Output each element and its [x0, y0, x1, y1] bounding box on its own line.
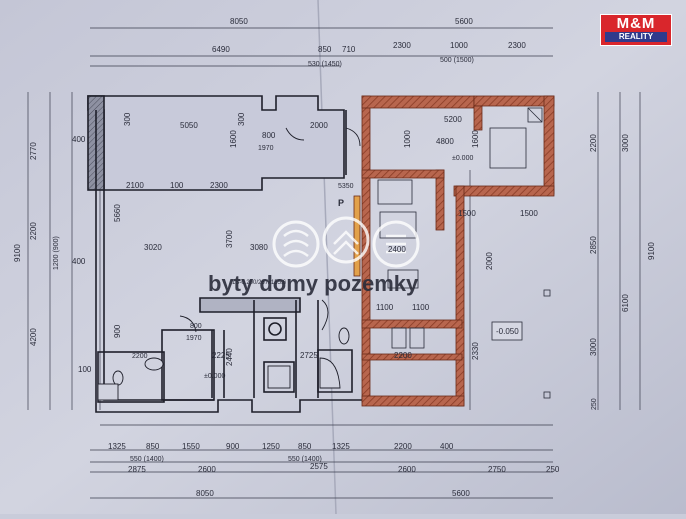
dim-left-9100: 9100	[13, 244, 22, 262]
dimension-labels: 8050 5600 6490 850 710 530 (1450) 2300 1…	[13, 17, 656, 498]
dim-bot-right: 5600	[452, 489, 470, 498]
dim-bot-1325a: 1325	[108, 442, 126, 451]
room-1600: 1600	[229, 130, 238, 148]
room-5660: 5660	[113, 204, 122, 222]
room-1500a: 1500	[458, 209, 476, 218]
dim-bot-400: 400	[440, 442, 454, 451]
dim-left-100: 100	[78, 365, 92, 374]
brand-logo-sub: REALITY	[605, 32, 667, 42]
dim-top-710: 710	[342, 45, 356, 54]
dim-bot-250: 250	[546, 465, 560, 474]
dim-left-1200: 1200 (900)	[53, 236, 60, 270]
dim-bot-2575: 2575	[310, 462, 328, 471]
watermark	[272, 216, 420, 268]
room-800: 800	[262, 131, 276, 140]
room-1100b: 1100	[412, 303, 430, 312]
room-4800: 4800	[436, 137, 454, 146]
room-2000b: 2000	[485, 252, 494, 270]
dim-bot-550b: 550 (1400)	[288, 456, 322, 463]
room-2400: 2400	[388, 245, 406, 254]
room-1100a: 1100	[376, 303, 394, 312]
room-300b: 300	[237, 112, 246, 126]
room-2000: 2000	[310, 121, 328, 130]
room-5350: 5350	[338, 183, 354, 190]
dimension-lines	[27, 27, 641, 499]
dim-bot-550a: 550 (1400)	[130, 456, 164, 463]
dim-right-250: 250	[591, 398, 598, 410]
dim-bot-2200: 2200	[394, 442, 412, 451]
dim-top-850: 850	[318, 45, 332, 54]
room-900: 900	[113, 324, 122, 338]
room-1000: 1000	[403, 130, 412, 148]
room-2200: 2200	[394, 351, 412, 360]
dim-top-2300b: 2300	[508, 41, 526, 50]
room-300a: 300	[123, 112, 132, 126]
room-3080: 3080	[250, 243, 268, 252]
paper-fold	[317, 0, 337, 515]
dim-top-right: 5600	[455, 17, 473, 26]
room-5050: 5050	[180, 121, 198, 130]
dim-bot-1250: 1250	[262, 442, 280, 451]
dim-left-400a: 400	[72, 135, 86, 144]
dim-bot-850: 850	[146, 442, 160, 451]
dim-top-1000: 1000	[450, 41, 468, 50]
room-2200b: 2200	[132, 353, 148, 360]
stair-label: 1S-0.200/267x155.6	[232, 280, 287, 286]
fixtures	[97, 127, 361, 401]
room-3700: 3700	[225, 230, 234, 248]
dim-right-3000b: 3000	[589, 338, 598, 356]
dim-bot-2600b: 2600	[398, 465, 416, 474]
existing-walls	[87, 95, 362, 413]
room-0000b: ±0.000	[204, 373, 225, 380]
room-2330: 2330	[471, 342, 480, 360]
dim-left-400b: 400	[72, 257, 86, 266]
room-2225: 2225	[212, 351, 230, 360]
new-section-lines	[377, 107, 551, 399]
brand-logo-text: M&M	[616, 15, 656, 32]
dim-top-530: 530 (1450)	[308, 61, 342, 68]
room-1500b: 1500	[520, 209, 538, 218]
dim-right-2850: 2850	[589, 236, 598, 254]
room-2300: 2300	[210, 181, 228, 190]
room-2725: 2725	[300, 351, 318, 360]
room-050: -0.050	[496, 327, 519, 336]
dim-bot-total: 8050	[196, 489, 214, 498]
room-800b: 800	[190, 323, 202, 330]
dim-top-6490: 6490	[212, 45, 230, 54]
room-0000: ±0.000	[452, 155, 473, 162]
dim-left-2770: 2770	[29, 142, 38, 160]
p-letter: P	[338, 198, 344, 208]
dim-top-total: 8050	[230, 17, 248, 26]
room-2440: 2440	[225, 348, 234, 366]
room-2100: 2100	[126, 181, 144, 190]
dim-bot-1550: 1550	[182, 442, 200, 451]
watermark-text: byty domy pozemky	[208, 271, 419, 296]
room-1970: 1970	[258, 145, 274, 152]
dim-right-9100: 9100	[647, 242, 656, 260]
brand-logo: M&M REALITY	[600, 14, 672, 46]
room-100: 100	[170, 181, 184, 190]
dim-bot-2750: 2750	[488, 465, 506, 474]
dim-bot-1325b: 1325	[332, 442, 350, 451]
dim-bot-2600a: 2600	[198, 465, 216, 474]
dim-bot-900: 900	[226, 442, 240, 451]
dim-left-2200: 2200	[29, 222, 38, 240]
dim-right-2200: 2200	[589, 134, 598, 152]
dim-bot-2875: 2875	[128, 465, 146, 474]
dim-top-2300a: 2300	[393, 41, 411, 50]
room-1600b: 1600	[471, 130, 480, 148]
room-5200: 5200	[444, 115, 462, 124]
dim-right-3000a: 3000	[621, 134, 630, 152]
room-labels: 5050 2000 1600 800 1970 300 300 2100 100…	[113, 112, 538, 380]
room-3020: 3020	[144, 243, 162, 252]
dim-left-4200: 4200	[29, 328, 38, 346]
dim-right-6100: 6100	[621, 294, 630, 312]
room-1970b: 1970	[186, 335, 202, 342]
dim-bot-850b: 850	[298, 442, 312, 451]
dim-top-500: 500 (1500)	[440, 57, 474, 64]
